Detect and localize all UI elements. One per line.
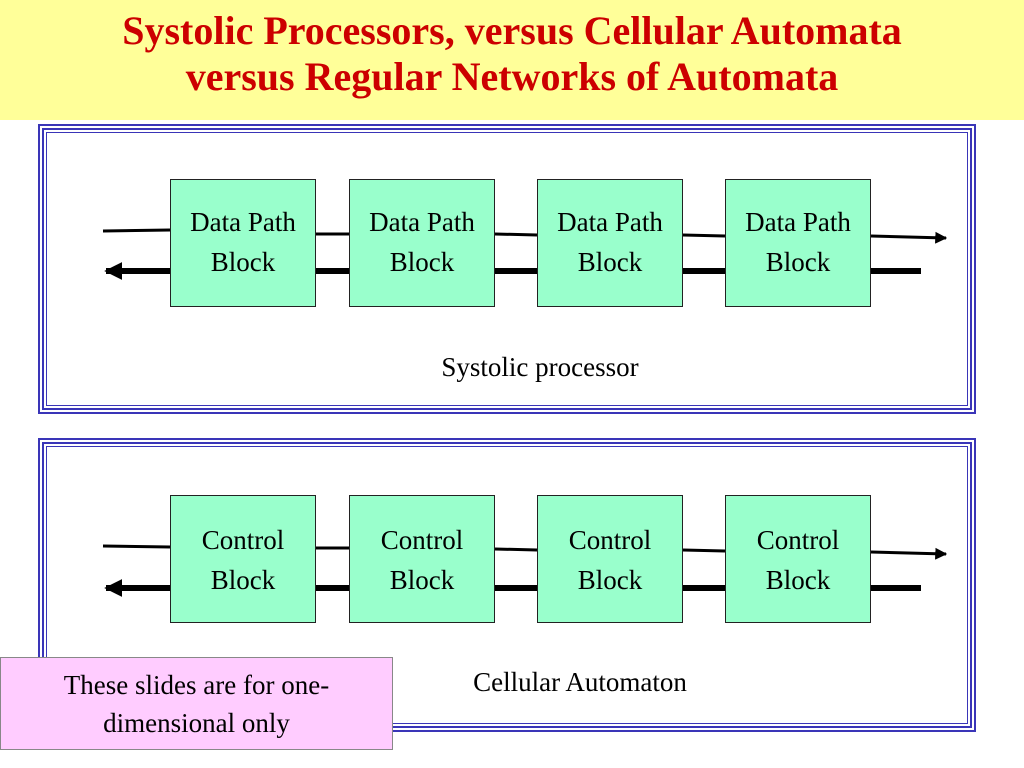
block-label-line-2: Block bbox=[577, 247, 643, 277]
block-label-line-1: Data Path bbox=[190, 207, 296, 237]
title-bar bbox=[0, 0, 1024, 120]
block-label-line-2: Block bbox=[577, 565, 643, 595]
block-label-line-2: Block bbox=[765, 565, 831, 595]
systolic-forward-wire bbox=[102, 228, 948, 244]
cellular-caption: Cellular Automaton bbox=[473, 667, 687, 697]
block-label-line-2: Block bbox=[210, 247, 276, 277]
block-label-line-2: Block bbox=[210, 565, 276, 595]
block-label-line-1: Data Path bbox=[369, 207, 475, 237]
note-box: These slides are for one- dimensional on… bbox=[0, 657, 393, 750]
title-line-1: Systolic Processors, versus Cellular Aut… bbox=[122, 8, 902, 53]
block-label-line-1: Control bbox=[201, 525, 285, 555]
title-line-2: versus Regular Networks of Automata bbox=[185, 54, 839, 99]
block-label-line-2: Block bbox=[765, 247, 831, 277]
systolic-caption: Systolic processor bbox=[441, 352, 639, 382]
block-label-line-1: Control bbox=[380, 525, 464, 555]
note-line-2: dimensional only bbox=[103, 708, 290, 738]
block-label-line-1: Data Path bbox=[745, 207, 851, 237]
cellular-forward-wire bbox=[102, 544, 948, 560]
note-line-1: These slides are for one- bbox=[63, 670, 330, 700]
block-label-line-1: Data Path bbox=[557, 207, 663, 237]
cellular-panel-inner-border bbox=[46, 446, 968, 724]
block-label-line-1: Control bbox=[756, 525, 840, 555]
slide-title: Systolic Processors, versus Cellular Aut… bbox=[0, 8, 1024, 100]
systolic-panel-inner-border bbox=[46, 132, 968, 406]
block-label-line-1: Control bbox=[568, 525, 652, 555]
block-label-line-2: Block bbox=[389, 565, 455, 595]
block-label-line-2: Block bbox=[389, 247, 455, 277]
